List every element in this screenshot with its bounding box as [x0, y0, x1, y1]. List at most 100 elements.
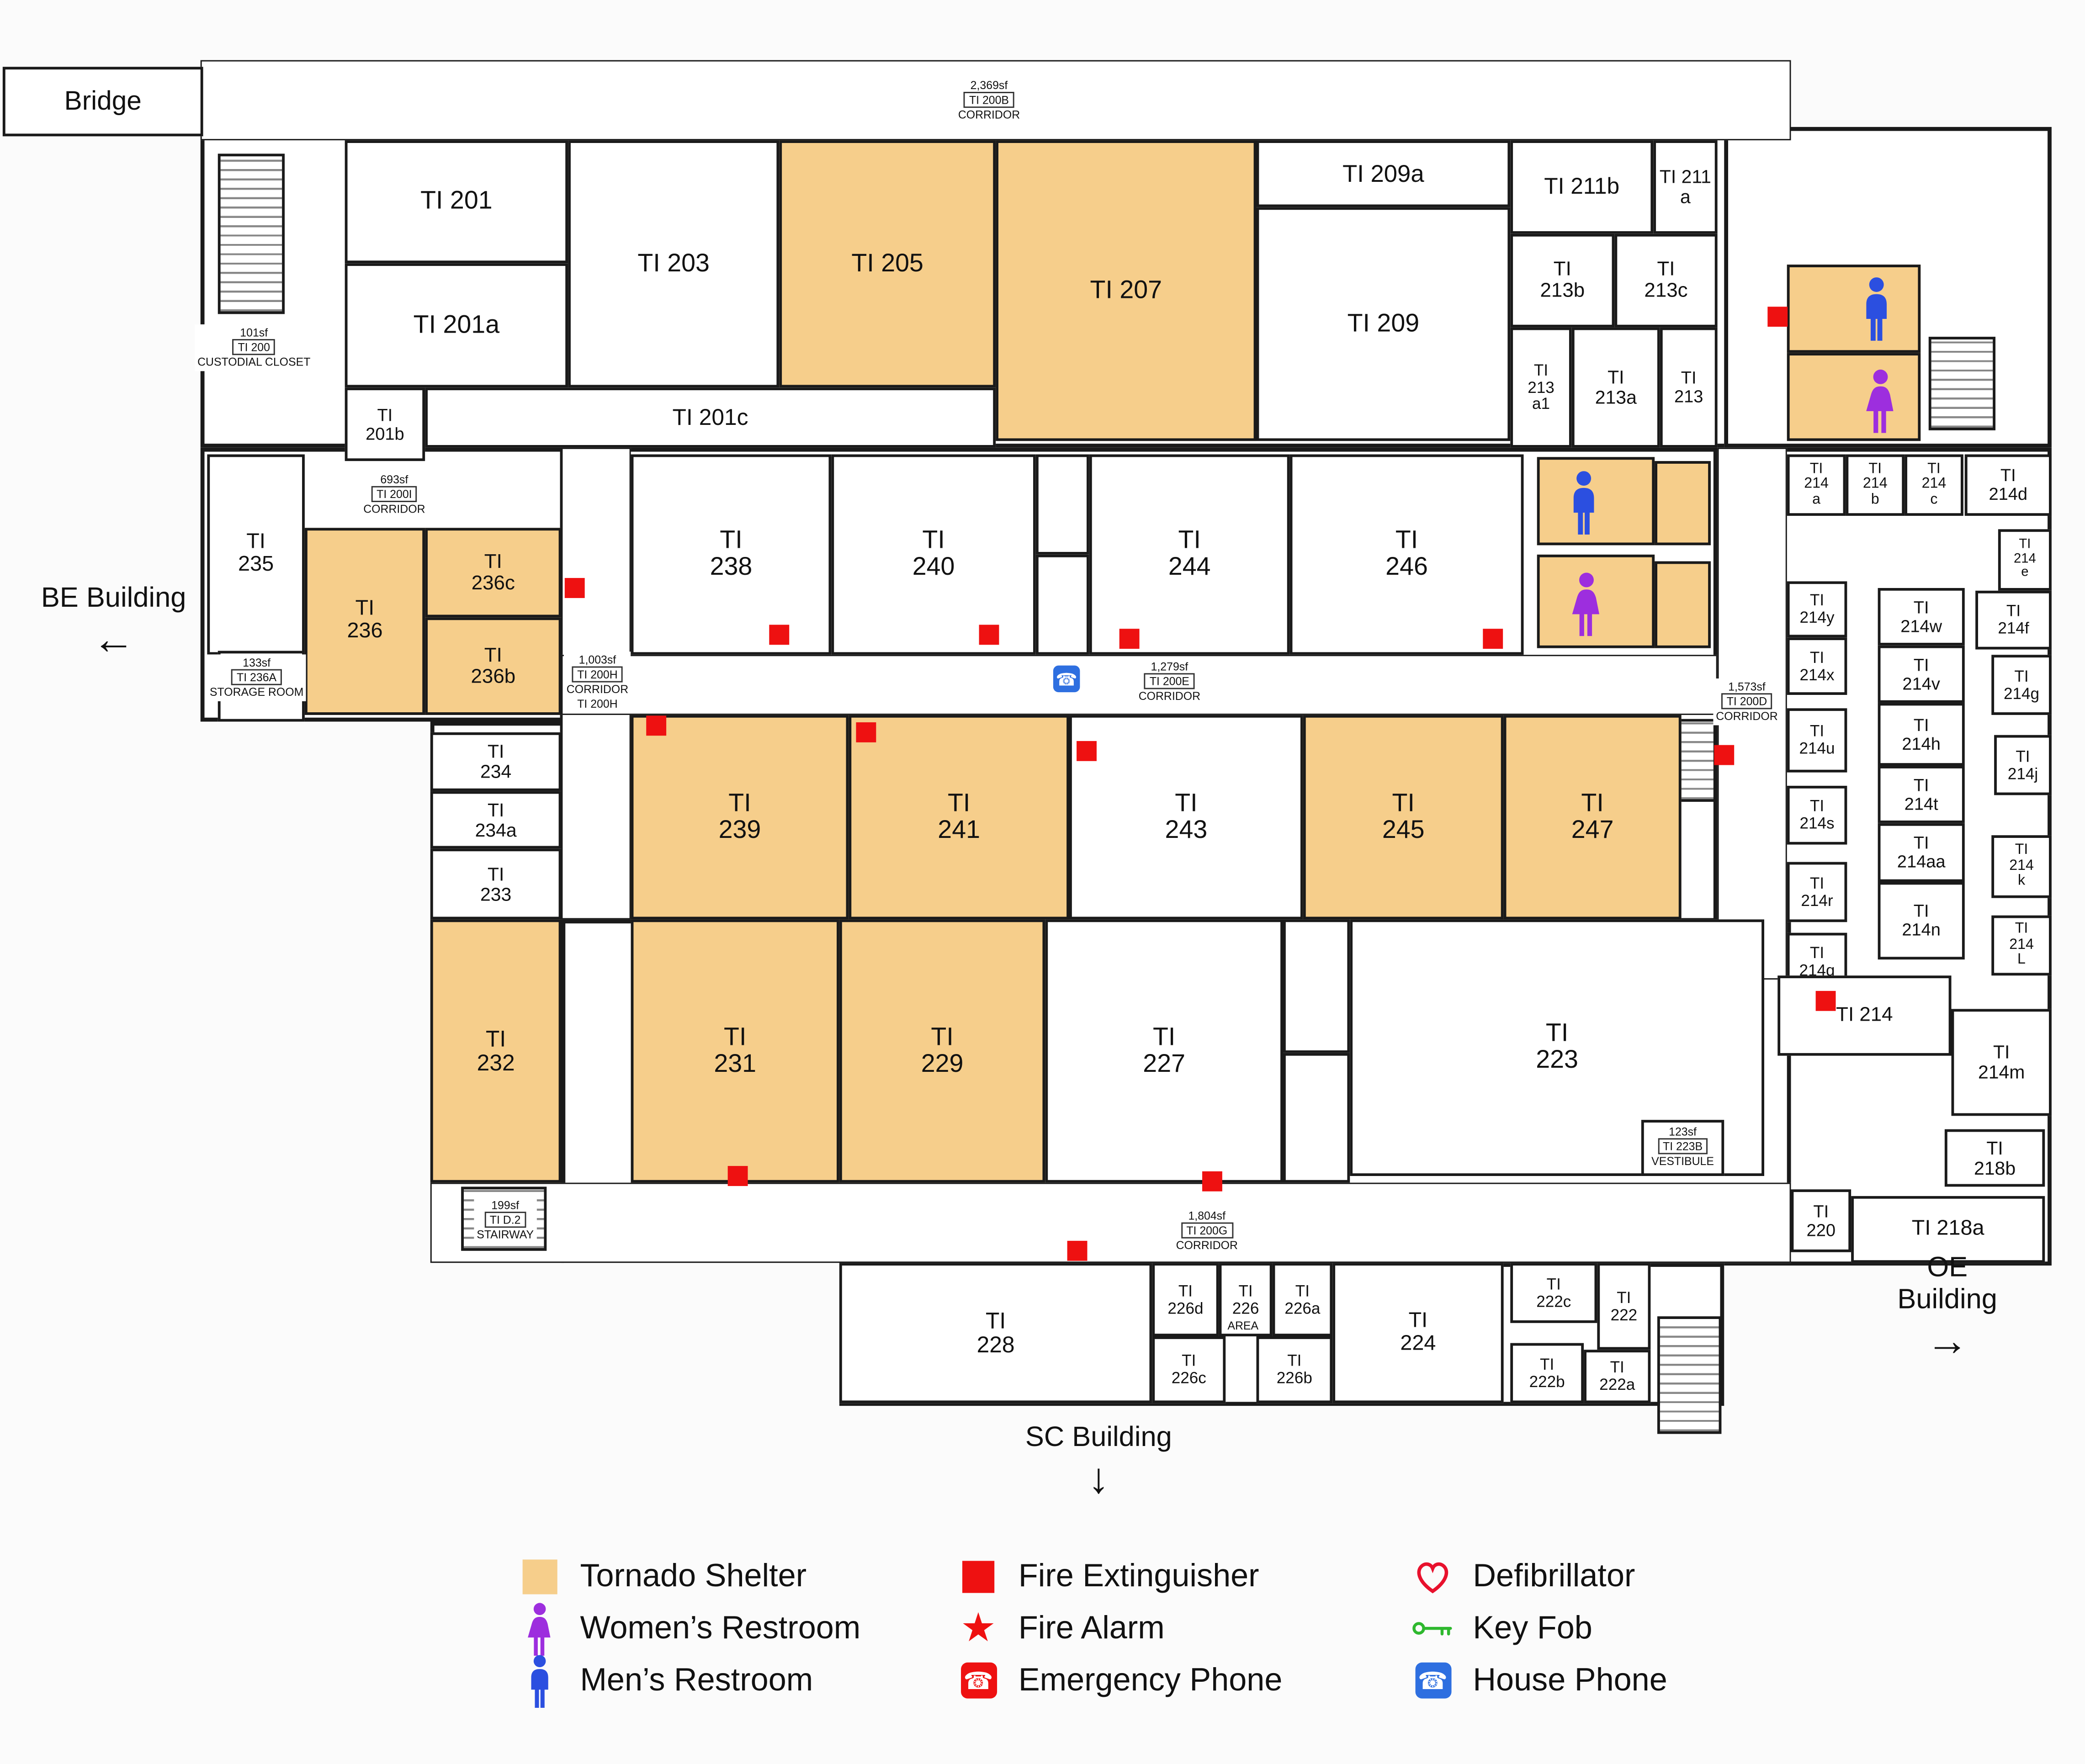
fire-alarm-star-icon: ★: [960, 1605, 997, 1650]
room-restroom-women-upper: [1787, 353, 1921, 441]
emergency-phone-icon: ☎: [957, 1662, 1000, 1699]
area-label-line: 1,279sf: [1151, 660, 1188, 673]
area-label-line: TI 236A: [231, 669, 282, 686]
area-label-line: STORAGE ROOM: [209, 685, 304, 699]
corridor: [430, 1182, 1791, 1263]
room-electrical-2: [1035, 554, 1089, 655]
room-ti-244: TI 244: [1089, 454, 1290, 655]
area-label-line: CORRIDOR: [1716, 710, 1778, 723]
defibrillator-heart-icon: [1411, 1557, 1454, 1595]
room-ti-211b: TI 211b: [1510, 140, 1654, 234]
room-ti-218b: TI 218b: [1944, 1129, 2045, 1187]
legend-item-mens-restroom: Men’s Restroom: [519, 1654, 957, 1707]
area-label-line: CORRIDOR: [1138, 689, 1201, 703]
room-ti-214u: TI 214u: [1787, 708, 1847, 773]
fire-extinguisher-swatch: [957, 1560, 1000, 1593]
fire-extinguisher-marker: [1815, 991, 1836, 1011]
room-ti-234a: TI 234a: [430, 791, 562, 849]
room-ti-231: TI 231: [631, 919, 839, 1183]
legend: Tornado Shelter Women’s Restroom Men’s R…: [519, 1550, 1759, 1707]
arrow-down-icon: ↓: [1088, 1454, 1109, 1502]
room-ti-222: TI 222: [1597, 1263, 1651, 1350]
room-ti-227: TI 227: [1045, 919, 1283, 1183]
womens-restroom-icon: [519, 1602, 562, 1655]
area-label-line: TI 200G: [1181, 1223, 1233, 1239]
mens-restroom-icon: [519, 1654, 562, 1707]
bridge: Bridge: [2, 67, 203, 137]
house-phone-marker: ☎: [1053, 665, 1080, 693]
room-ti-203: TI 203: [568, 140, 780, 388]
area-label-line: TI 200E: [1144, 673, 1195, 690]
legend-item-house-phone: ☎ House Phone: [1411, 1662, 1759, 1699]
room-ti-214b: TI 214 b: [1846, 454, 1905, 516]
room-ti-232: TI 232: [430, 919, 562, 1183]
room-ti-205: TI 205: [779, 140, 996, 388]
room-ti-235: TI 235: [207, 454, 305, 655]
area-label-line: TI 200B: [964, 92, 1014, 109]
room-ti-214t: TI 214t: [1878, 766, 1965, 823]
room-ti-241: TI 241: [849, 715, 1069, 920]
area-label-line: STAIRWAY: [477, 1228, 534, 1242]
room-ti-214aa: TI 214aa: [1878, 823, 1965, 882]
legend-label: Fire Extinguisher: [1018, 1557, 1259, 1594]
area-label-line: TI 223B: [1657, 1138, 1708, 1155]
room-ti-222a: TI 222a: [1584, 1350, 1651, 1404]
womens-restroom-icon: [1862, 369, 1899, 433]
fire-extinguisher-marker: [1119, 629, 1140, 649]
area-label-line: TI 200I: [371, 486, 418, 503]
arrow-left-icon: ←: [92, 614, 135, 663]
room-restroom-men-upper: [1787, 265, 1921, 353]
room-ti-214g: TI 214g: [1991, 655, 2052, 715]
room-utility-1: [1283, 919, 1350, 1053]
room-ti-214v: TI 214v: [1878, 645, 1965, 703]
room-ti-214h: TI 214h: [1878, 703, 1965, 766]
stairway: [218, 154, 285, 314]
room-ti-245: TI 245: [1303, 715, 1504, 920]
area-label-line: CORRIDOR: [958, 108, 1020, 122]
legend-label: House Phone: [1473, 1662, 1667, 1698]
room-ti-214m: TI 214m: [1951, 1009, 2052, 1116]
tornado-shelter-swatch: [519, 1559, 562, 1594]
fire-extinguisher-marker: [1067, 1240, 1088, 1261]
room-ti-214: TI 214: [1777, 975, 1952, 1056]
room-ti-214j: TI 214j: [1994, 735, 2052, 795]
room-ti-226c: TI 226c: [1152, 1336, 1226, 1404]
room-ti-238: TI 238: [631, 454, 832, 655]
room-ti-213b: TI 213b: [1510, 233, 1615, 328]
building-label-text: SC Building: [1025, 1422, 1172, 1453]
room-ti-234: TI 234: [430, 732, 562, 791]
arrow-right-icon: →: [1926, 1316, 1969, 1365]
building-label-text: OE Building: [1897, 1252, 1998, 1315]
fire-extinguisher-marker: [856, 722, 876, 742]
legend-item-womens-restroom: Women’s Restroom: [519, 1602, 957, 1655]
area-label-line: 1,804sf: [1188, 1209, 1226, 1223]
room-ti-201: TI 201: [345, 140, 568, 264]
room-ti-247: TI 247: [1503, 715, 1682, 920]
legend-label: Key Fob: [1473, 1610, 1592, 1646]
room-ti-229: TI 229: [839, 919, 1045, 1183]
room-restroom-men-mid: [1537, 457, 1655, 546]
room-ti-214s: TI 214s: [1787, 785, 1847, 845]
room-ti-213a1: TI 213 a1: [1510, 327, 1572, 448]
area-label-line: 123sf: [1669, 1125, 1697, 1139]
area-label-line: 199sf: [491, 1198, 520, 1212]
room-ti-224: TI 224: [1332, 1263, 1504, 1404]
room-ti-213a: TI 213a: [1571, 327, 1660, 448]
room-ti-243: TI 243: [1069, 715, 1303, 920]
room-ti-246: TI 246: [1289, 454, 1524, 655]
room-ti-213c: TI 213c: [1614, 233, 1718, 328]
room-ti-213: TI 213: [1660, 327, 1718, 448]
room-ti-220: TI 220: [1791, 1189, 1852, 1252]
legend-label: Fire Alarm: [1018, 1610, 1165, 1646]
fire-extinguisher-marker: [727, 1166, 748, 1186]
area-label-line: 693sf: [380, 472, 409, 486]
room-ti-226a: TI 226a: [1272, 1263, 1333, 1336]
room-ti-214r: TI 214r: [1787, 862, 1847, 922]
legend-label: Women’s Restroom: [580, 1610, 861, 1646]
area-label: AREA: [1225, 1317, 1261, 1334]
room-ti-226d: TI 226d: [1152, 1263, 1219, 1336]
legend-item-tornado-shelter: Tornado Shelter: [519, 1557, 957, 1595]
